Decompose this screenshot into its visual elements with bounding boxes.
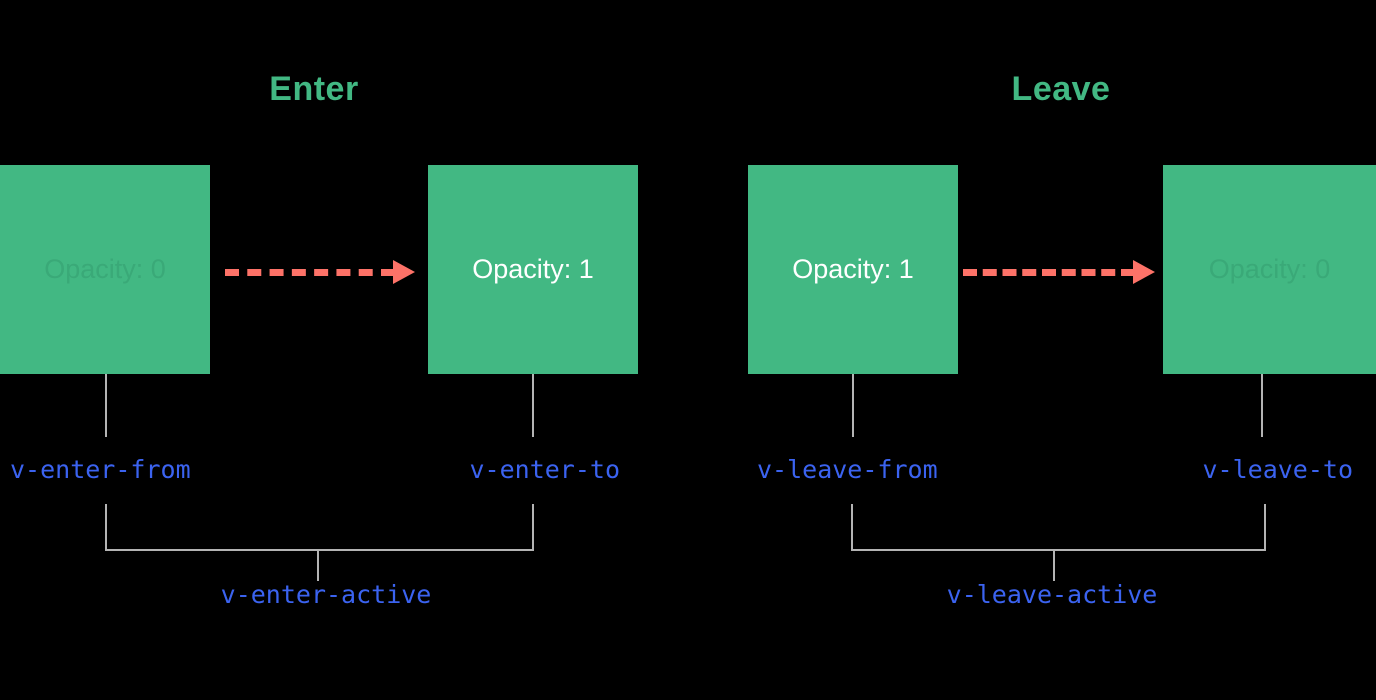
enter-transition-arrow — [225, 260, 415, 284]
section-heading-leave: Leave — [1011, 70, 1111, 108]
state-box-enter-from-label: Opacity: 0 — [44, 254, 166, 284]
arrow-line-icon — [963, 268, 1135, 276]
arrow-head-icon — [393, 260, 415, 284]
arrow-head-icon — [1133, 260, 1155, 284]
stem-leave-to — [1261, 374, 1263, 437]
stem-enter-active — [317, 549, 319, 581]
leave-transition-arrow — [963, 260, 1155, 284]
arrow-line-icon — [225, 268, 395, 276]
class-label-v-leave-active: v-leave-active — [946, 580, 1158, 609]
state-box-enter-to: Opacity: 1 — [428, 165, 638, 374]
state-box-enter-from: Opacity: 0 — [0, 165, 210, 374]
stem-leave-from — [852, 374, 854, 437]
stem-enter-from — [105, 374, 107, 437]
state-box-leave-to: Opacity: 0 — [1163, 165, 1376, 374]
state-box-leave-from-label: Opacity: 1 — [792, 254, 914, 284]
bracket-leave-active — [851, 504, 1266, 551]
class-label-v-enter-from: v-enter-from — [10, 455, 191, 484]
stem-enter-to — [532, 374, 534, 437]
class-label-v-enter-to: v-enter-to — [469, 455, 620, 484]
section-heading-enter: Enter — [269, 70, 359, 108]
state-box-leave-to-label: Opacity: 0 — [1208, 254, 1331, 284]
state-box-enter-to-label: Opacity: 1 — [472, 254, 594, 284]
class-label-v-leave-to: v-leave-to — [1202, 455, 1353, 484]
bracket-enter-active — [105, 504, 534, 551]
class-label-v-leave-from: v-leave-from — [757, 455, 938, 484]
state-box-leave-from: Opacity: 1 — [748, 165, 958, 374]
stem-leave-active — [1053, 549, 1055, 581]
class-label-v-enter-active: v-enter-active — [220, 580, 432, 609]
